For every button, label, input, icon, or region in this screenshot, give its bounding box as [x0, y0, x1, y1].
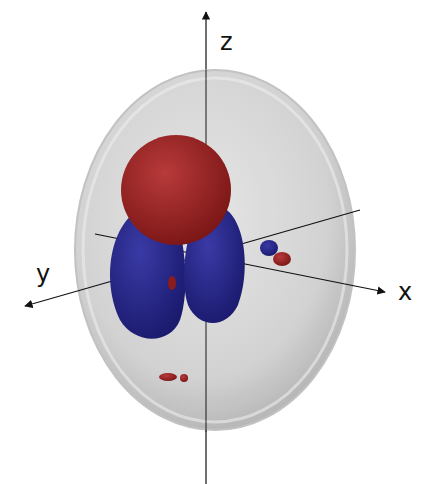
red-lobe-small: [168, 276, 176, 290]
ellipsoid-shell: [75, 70, 355, 430]
blue-lobe-small: [260, 240, 278, 256]
red-lobe-small: [273, 252, 291, 266]
axis-label: x: [398, 280, 412, 304]
axis-label: z: [220, 30, 233, 54]
axis-label-holder: z: [220, 30, 233, 54]
red-lobe-small: [159, 373, 177, 381]
axis-label-holder: y: [36, 262, 50, 286]
red-lobe: [121, 135, 231, 245]
shell-rim: [83, 78, 347, 422]
axis-label-holder: x: [398, 280, 412, 304]
axis-label: y: [36, 262, 50, 286]
red-lobe-small: [180, 374, 188, 382]
